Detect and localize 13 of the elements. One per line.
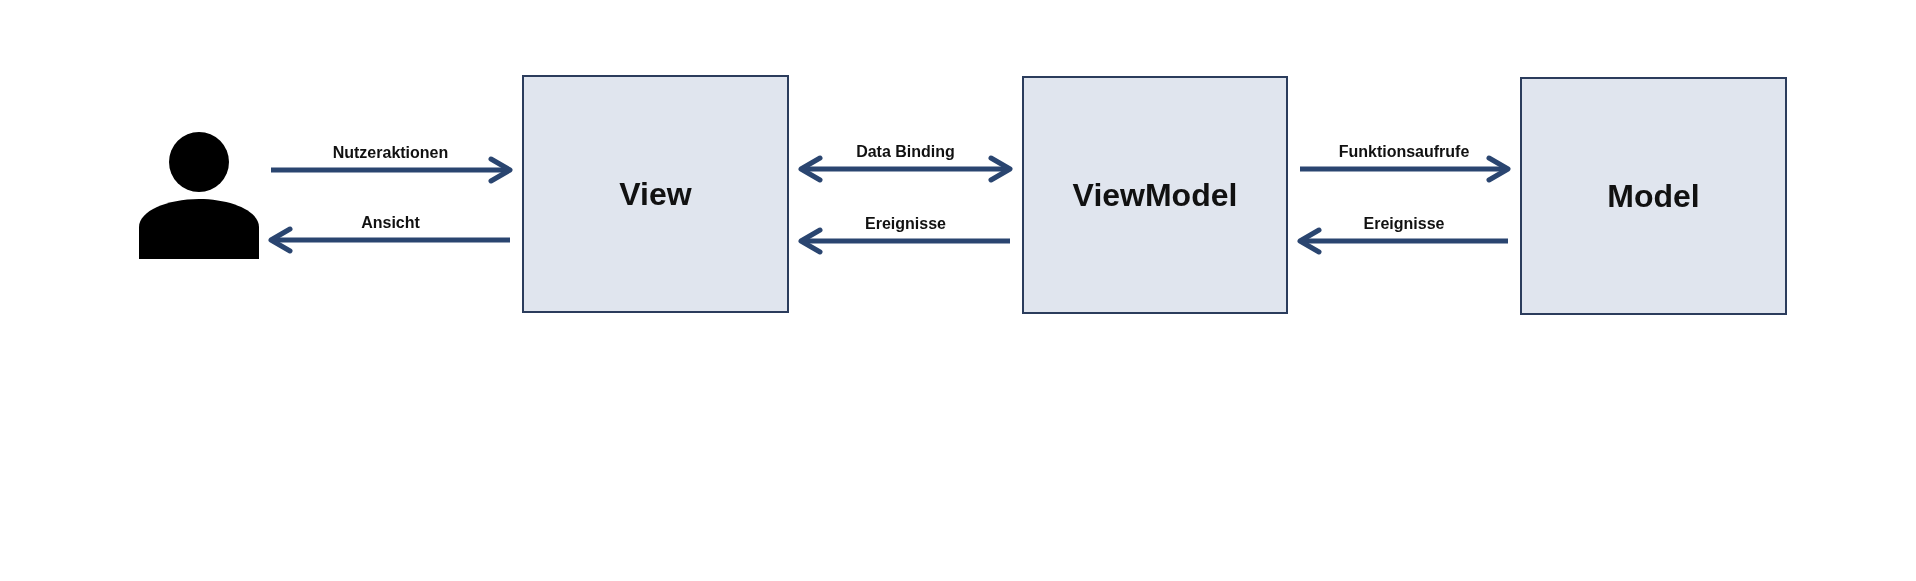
box-title: View xyxy=(618,175,693,213)
component-box xyxy=(522,75,789,313)
person-icon xyxy=(139,131,259,259)
component-box xyxy=(1520,77,1787,315)
component-box xyxy=(1022,76,1288,314)
arrow xyxy=(1300,155,1511,183)
box-title: ViewModel xyxy=(1071,176,1239,214)
arrow xyxy=(798,227,1010,255)
arrow xyxy=(268,226,510,254)
double-arrow xyxy=(798,155,1013,183)
arrow xyxy=(1297,227,1508,255)
box-title: Model xyxy=(1606,177,1701,215)
arrow xyxy=(271,156,513,184)
